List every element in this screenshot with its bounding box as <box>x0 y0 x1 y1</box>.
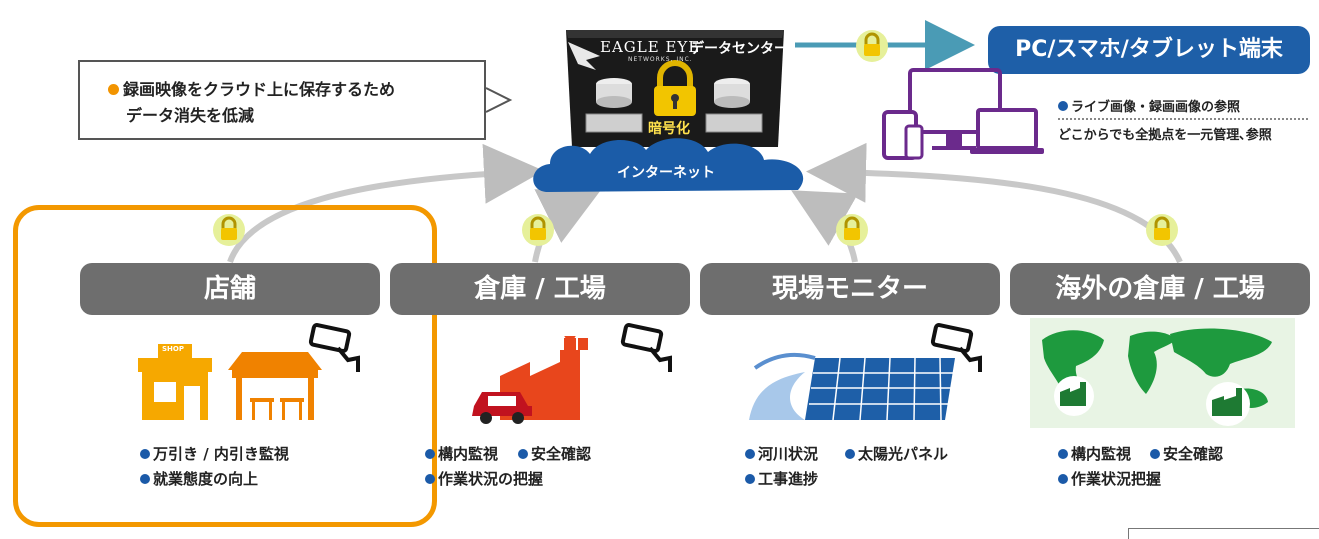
camera-icon-shop <box>308 323 360 372</box>
blue-bullet-icon <box>140 449 150 459</box>
eagle-logo-icon <box>568 42 600 70</box>
site-feature-3: 工事進捗 <box>745 468 818 489</box>
category-warehouse-header: 倉庫 / 工場 <box>390 263 690 315</box>
arrow-shop-to-cloud <box>227 143 544 264</box>
eagle-eye-brand-sub: NETWORKS, INC. <box>628 56 693 63</box>
category-site-monitor-header: 現場モニター <box>700 263 1000 315</box>
devices-feature-1: ライブ画像・録画画像の参照 <box>1058 96 1240 115</box>
warehouse-feature-3: 作業状況の把握 <box>425 468 543 489</box>
solar-river-illustration <box>749 352 955 421</box>
datacenter-label: データセンター <box>690 41 788 57</box>
factory-mini-icon-left <box>1054 376 1094 416</box>
server-icon-right <box>705 78 763 133</box>
blue-bullet-icon <box>425 449 435 459</box>
datacenter-building <box>566 30 784 147</box>
blue-bullet-icon <box>745 449 755 459</box>
site-feature-2: 太陽光パネル <box>845 443 948 464</box>
factory-illustration <box>472 336 588 424</box>
padlock-icon <box>654 60 696 116</box>
factory-mini-icon-right <box>1206 382 1250 426</box>
lock-icon-shop <box>213 214 245 246</box>
overseas-feature-2: 安全確認 <box>1150 443 1223 464</box>
blue-bullet-icon <box>140 474 150 484</box>
category-shop-header: 店舗 <box>80 263 380 315</box>
blue-bullet-icon <box>518 449 528 459</box>
callout-line-2: データ消失を低減 <box>126 106 255 125</box>
camera-icon-site <box>930 323 982 372</box>
warehouse-feature-2: 安全確認 <box>518 443 591 464</box>
devices-title: PC/スマホ/タブレット端末 <box>988 26 1310 74</box>
devices-dotted-divider <box>1058 118 1308 120</box>
lock-icon-warehouse <box>522 214 554 246</box>
world-map-illustration <box>1030 318 1295 428</box>
internet-cloud <box>533 138 804 192</box>
blue-bullet-icon <box>745 474 755 484</box>
server-icon-left <box>585 78 643 133</box>
shop-feature-1: 万引き / 内引き監視 <box>140 443 289 464</box>
blue-bullet-icon <box>425 474 435 484</box>
devices-feature-2: どこからでも全拠点を一元管理､参照 <box>1058 128 1272 143</box>
shop-feature-2: 就業態度の向上 <box>140 468 258 489</box>
blue-bullet-icon <box>1058 101 1068 111</box>
corner-frame-fragment <box>1128 528 1319 539</box>
arrow-overseas-to-cloud <box>806 142 1183 264</box>
callout-line-1: 録画映像をクラウド上に保存するため <box>108 76 395 100</box>
devices-icon <box>882 68 1044 160</box>
callout-pointer <box>485 87 513 113</box>
encryption-label: 暗号化 <box>648 121 690 137</box>
camera-icon-warehouse <box>620 323 672 372</box>
blue-bullet-icon <box>1150 449 1160 459</box>
shop-highlight-frame <box>13 205 437 527</box>
shop-sign: SHOP <box>162 345 184 353</box>
blue-bullet-icon <box>845 449 855 459</box>
lock-icon-overseas <box>1146 214 1178 246</box>
overseas-feature-1: 構内監視 <box>1058 443 1131 464</box>
eagle-eye-brand: EAGLE EYE <box>600 38 701 56</box>
lock-icon-dc-devices <box>856 30 888 62</box>
blue-bullet-icon <box>1058 474 1068 484</box>
category-overseas-header: 海外の倉庫 / 工場 <box>1010 263 1310 315</box>
site-feature-1: 河川状況 <box>745 443 818 464</box>
overseas-feature-3: 作業状況把握 <box>1058 468 1161 489</box>
cloud-storage-callout: 録画映像をクラウド上に保存するため データ消失を低減 <box>78 60 486 140</box>
blue-bullet-icon <box>1058 449 1068 459</box>
lock-icon-site <box>836 214 868 246</box>
warehouse-feature-1: 構内監視 <box>425 443 498 464</box>
shop-illustration <box>138 344 322 420</box>
internet-label: インターネット <box>617 165 715 181</box>
orange-bullet-icon <box>108 84 119 95</box>
